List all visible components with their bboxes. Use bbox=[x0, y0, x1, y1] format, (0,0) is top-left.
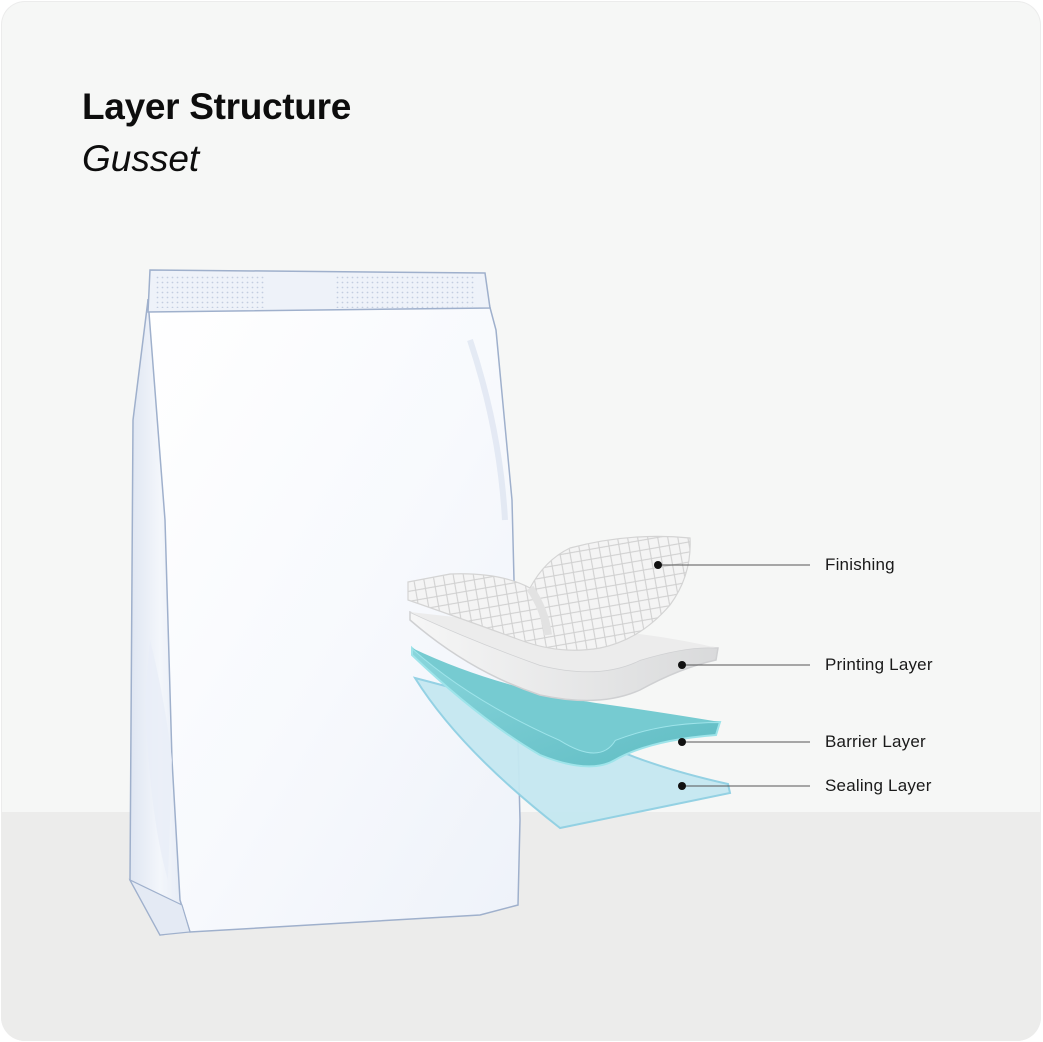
seal-texture-left bbox=[156, 276, 266, 308]
label-finishing: Finishing bbox=[825, 555, 895, 574]
seal-texture-right bbox=[335, 276, 475, 308]
leader-barrier bbox=[678, 738, 810, 746]
page-subtitle: Gusset bbox=[82, 138, 200, 179]
label-sealing-layer: Sealing Layer bbox=[825, 776, 932, 795]
bag-bottom-fold bbox=[128, 878, 191, 936]
label-printing-layer: Printing Layer bbox=[825, 655, 933, 674]
leader-finishing bbox=[654, 561, 810, 569]
label-barrier-layer: Barrier Layer bbox=[825, 732, 926, 751]
finishing-layer-sheet bbox=[407, 535, 691, 651]
page-title: Layer Structure bbox=[82, 86, 351, 127]
leader-printing bbox=[678, 661, 810, 669]
leader-sealing bbox=[678, 782, 810, 790]
bag-front-panel bbox=[147, 299, 521, 933]
